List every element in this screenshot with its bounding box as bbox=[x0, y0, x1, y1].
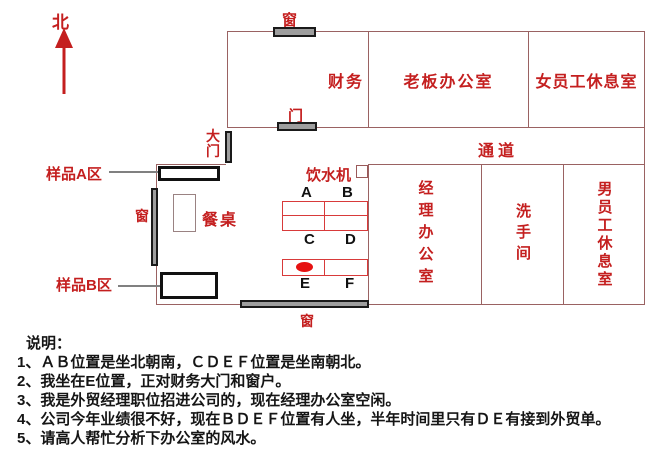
water-dispenser-icon bbox=[356, 165, 368, 178]
water-dispenser-label: 饮水机 bbox=[306, 167, 352, 184]
top-window-bar-icon bbox=[273, 27, 316, 37]
sample-b-label: 样品B区 bbox=[56, 277, 112, 294]
bottom-window-bar-icon bbox=[240, 300, 369, 308]
room-washroom-label: 洗手间 bbox=[514, 203, 531, 266]
desk-label-e: E bbox=[300, 275, 311, 292]
desk-c-cell bbox=[283, 216, 325, 230]
note-item-1: 1、ＡＢ位置是坐北朝南，ＣＤＥＦ位置是坐南朝北。 bbox=[17, 354, 371, 371]
notes-block: 说明： 1、ＡＢ位置是坐北朝南，ＣＤＥＦ位置是坐南朝北。 2、我坐在E位置，正对… bbox=[17, 334, 610, 448]
note-item-4: 4、公司今年业绩很不好，现在ＢＤＥＦ位置有人坐，半年时间里只有ＤＥ有接到外贸单。 bbox=[17, 411, 611, 428]
left-window-bar-icon bbox=[151, 188, 158, 266]
sample-a-pointer-line bbox=[109, 171, 158, 173]
sample-a-shelf bbox=[158, 166, 220, 181]
desk-a-cell bbox=[283, 202, 325, 216]
room-female-lounge: 女员工休息室 bbox=[528, 32, 644, 127]
desk-label-c: C bbox=[304, 231, 315, 248]
room-boss-office-label: 老板办公室 bbox=[403, 73, 494, 91]
desk-block-ef bbox=[282, 259, 368, 276]
desk-block-abcd bbox=[282, 201, 368, 231]
finance-door-label: 门 bbox=[288, 108, 304, 125]
desk-label-f: F bbox=[345, 275, 355, 292]
occupied-seat-marker bbox=[296, 262, 313, 272]
desk-b-cell bbox=[325, 202, 367, 216]
dining-table bbox=[173, 194, 196, 232]
north-arrow-icon bbox=[55, 28, 73, 94]
room-manager-office-label: 经理办公室 bbox=[416, 179, 434, 290]
main-office-top-wall bbox=[156, 164, 226, 165]
note-item-3: 3、我是外贸经理职位招进公司的，现在经理办公室空闲。 bbox=[17, 392, 401, 409]
desk-d-cell bbox=[325, 216, 367, 230]
main-gate-bar-icon bbox=[225, 131, 232, 163]
room-boss-office: 老板办公室 bbox=[368, 32, 528, 127]
room-manager-office: 经理办公室 bbox=[369, 165, 481, 304]
desk-label-a: A bbox=[301, 184, 312, 201]
left-window-label: 窗 bbox=[135, 208, 149, 224]
sample-a-label: 样品A区 bbox=[46, 166, 102, 183]
room-male-lounge-label: 男员工休息室 bbox=[595, 180, 613, 289]
desk-f-cell bbox=[325, 260, 367, 275]
top-window-label: 窗 bbox=[282, 12, 298, 29]
corridor-label: 通道 bbox=[478, 143, 519, 160]
corridor-right-wall bbox=[644, 128, 645, 165]
room-male-lounge: 男员工休息室 bbox=[563, 165, 644, 304]
room-finance: 财务 bbox=[228, 32, 368, 127]
room-finance-label: 财务 bbox=[327, 73, 364, 91]
room-female-lounge-label: 女员工休息室 bbox=[535, 73, 638, 91]
lower-room-row: 经理办公室 洗手间 男员工休息室 bbox=[368, 164, 645, 305]
dining-table-label: 餐桌 bbox=[202, 212, 239, 229]
desk-e-cell bbox=[283, 260, 325, 275]
main-gate-label: 大门 bbox=[206, 128, 220, 159]
note-item-2: 2、我坐在E位置，正对财务大门和窗户。 bbox=[17, 373, 291, 390]
desk-label-d: D bbox=[345, 231, 356, 248]
sample-b-pointer-line bbox=[118, 285, 160, 287]
room-washroom: 洗手间 bbox=[481, 165, 563, 304]
bottom-window-label: 窗 bbox=[300, 313, 314, 329]
north-label: 北 bbox=[52, 13, 69, 32]
top-room-row: 财务 老板办公室 女员工休息室 bbox=[227, 31, 645, 128]
desk-label-b: B bbox=[342, 184, 353, 201]
notes-title: 说明： bbox=[26, 335, 72, 352]
sample-b-shelf bbox=[160, 272, 218, 299]
finance-door-bar-icon bbox=[277, 122, 317, 131]
note-item-5: 5、请高人帮忙分析下办公室的风水。 bbox=[17, 430, 266, 447]
